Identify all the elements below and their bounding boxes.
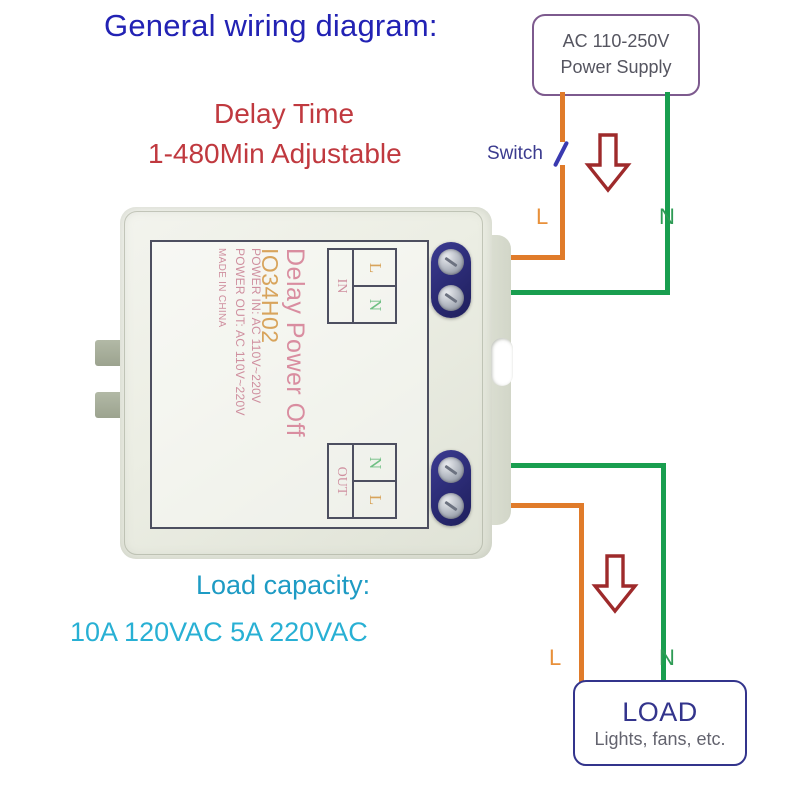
output-legend-cell-live: L [354,482,395,517]
input-legend-live-text: L [365,262,385,273]
output-legend-cell-neutral: N [354,445,395,482]
input-legend-cell-live: L [354,250,395,287]
output-legend-label: OUT [333,466,349,496]
delay-time-label: Delay Time [214,98,355,129]
output-legend-neutral-text: N [365,456,385,469]
output-terminal-block [431,450,471,526]
printed-product-title: Delay Power Off [281,248,309,438]
live-label-load: L [549,645,562,670]
load-box: LOAD Lights, fans, etc. [573,680,747,766]
output-screw-neutral [438,457,464,483]
live-wire-down-to-load [579,503,584,683]
input-legend-cells: L N [354,250,395,322]
switch-label: Switch [487,143,543,164]
keyhole-icon [491,338,513,386]
live-wire-psu-to-switch [560,92,565,142]
load-subtitle: Lights, fans, etc. [594,728,726,749]
delay-power-off-device: Delay Power Off IO34H02 POWER IN: AC 110… [95,200,513,565]
printed-origin: MADE IN CHINA [216,248,227,328]
neutral-wire-into-input-terminal [444,290,670,295]
down-arrow-icon-bottom [591,554,639,614]
delay-time-value: 1-480Min Adjustable [148,138,402,169]
printed-power-in: POWER IN: AC 110V~220V [249,248,263,404]
output-legend-side: OUT [329,445,354,517]
input-legend-cell-neutral: N [354,287,395,322]
page-title: General wiring diagram: [104,8,438,43]
input-terminal-block [431,242,471,318]
input-screw-neutral [438,285,464,311]
neutral-wire-down-to-load [661,463,666,683]
device-case-edge [124,211,483,555]
output-legend-cells: N L [354,445,395,517]
neutral-label-input: N [659,204,675,229]
load-title: LOAD [622,696,698,727]
load-capacity-label: Load capacity: [196,570,371,600]
power-supply-box: AC 110-250V Power Supply [532,14,700,96]
input-legend-neutral-text: N [365,298,385,311]
input-screw-live [438,249,464,275]
down-arrow-icon-top [584,133,632,193]
switch-slash-icon [552,140,570,168]
input-legend-label: IN [333,278,349,294]
input-legend-side: IN [329,250,354,322]
neutral-wire-out-terminal [444,463,666,468]
live-label-input: L [536,204,549,229]
output-legend-live-text: L [365,494,385,505]
power-supply-voltage: AC 110-250V [562,31,670,52]
neutral-wire-psu-down [665,92,670,292]
live-wire-out-terminal [444,503,584,508]
neutral-label-load: N [659,645,675,670]
input-terminal-legend: IN L N [327,248,397,324]
device-case [120,207,492,559]
output-terminal-legend: OUT N L [327,443,397,519]
load-capacity-value: 10A 120VAC 5A 220VAC [70,617,368,647]
power-supply-name: Power Supply [560,57,672,77]
live-wire-switch-to-terminal [560,165,565,260]
output-screw-live [438,493,464,519]
printed-power-out: POWER OUT: AC 110V~220V [233,248,247,416]
